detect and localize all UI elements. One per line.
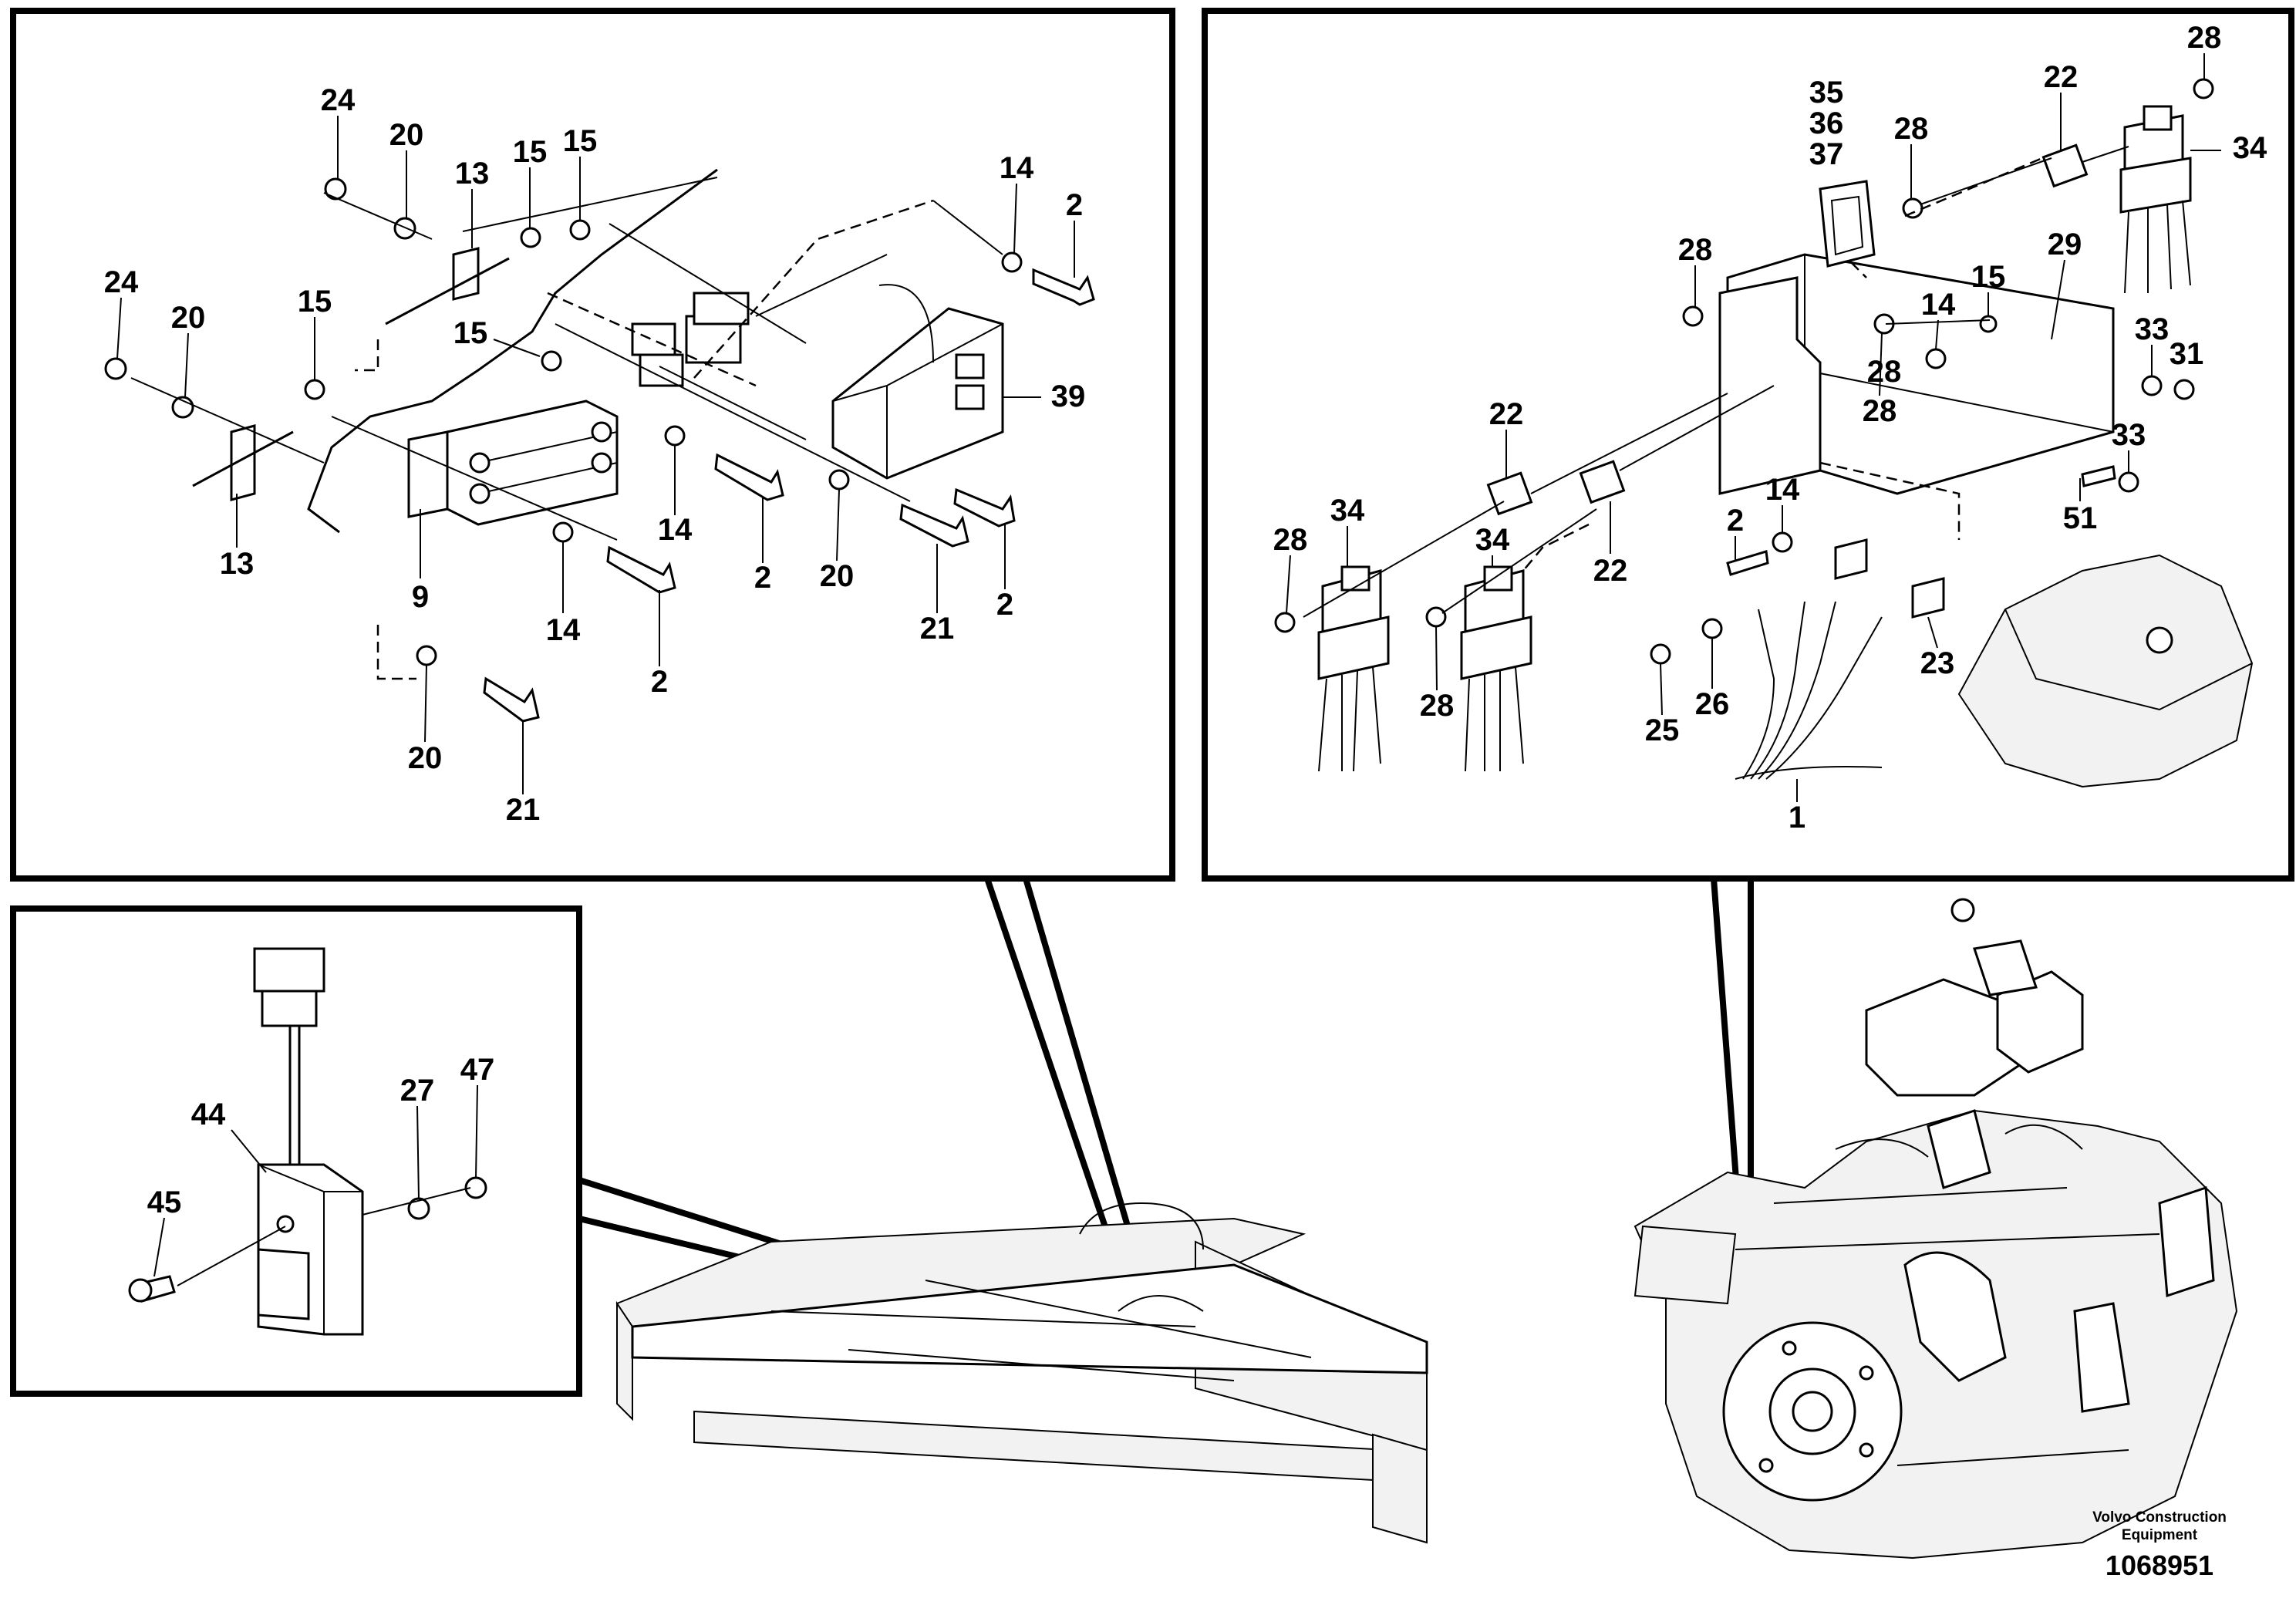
callout-14-e: 14 [1765,473,1800,507]
upper-right-callouts: 35 36 37 28 22 28 34 28 29 14 15 28 33 3… [1273,21,2267,835]
callout-22-c: 22 [1593,554,1628,588]
callout-47: 47 [460,1053,495,1087]
callout-28-e: 28 [1273,523,1308,557]
callout-31: 31 [2170,337,2204,371]
callout-28-a: 28 [1894,112,1929,146]
callout-33-a: 33 [2135,312,2170,346]
callout-2-d: 2 [651,665,668,699]
callout-13-a: 13 [455,157,490,191]
callout-20-a: 20 [389,118,424,152]
callout-15-e: 15 [1971,260,2006,294]
callout-51: 51 [2063,501,2098,535]
callout-23: 23 [1920,646,1955,680]
callout-14-a: 14 [1000,151,1034,185]
callout-15-c: 15 [298,285,332,319]
brand-line-2: Equipment [2122,1527,2198,1543]
callout-21-a: 21 [920,612,955,646]
brand-line-1: Volvo Construction [2092,1509,2227,1526]
callout-2-c: 2 [996,588,1013,622]
callout-28-f: 28 [1420,689,1455,723]
drawing-number: 1068951 [2106,1549,2213,1581]
callout-33-b: 33 [2112,418,2146,452]
callout-20-c: 20 [820,559,855,593]
callout-22-b: 22 [1489,397,1524,431]
callout-35: 35 [1809,76,1844,110]
panel-upper-left-frame [10,8,1175,882]
callout-39: 39 [1051,379,1086,413]
callout-28-c: 28 [1678,233,1713,267]
callout-14-b: 14 [658,513,693,547]
upper-right-assembly [1274,78,2254,788]
callout-25: 25 [1645,713,1680,747]
callout-24-b: 24 [104,265,139,299]
callout-2-e: 2 [1727,504,1744,538]
callout-15-b: 15 [563,124,598,158]
upper-left-assembly [104,168,1095,723]
callout-14-c: 14 [546,613,581,647]
callout-20-d: 20 [408,741,443,775]
callout-34-c: 34 [1475,523,1510,557]
callout-2-b: 2 [754,561,771,595]
upper-left-callouts: 24 20 13 15 15 14 2 24 20 15 15 13 9 14 … [104,83,1086,827]
callout-9: 9 [412,580,429,614]
callout-1: 1 [1789,801,1805,835]
callout-34-a: 34 [2233,131,2267,165]
callout-21-b: 21 [506,793,541,827]
callout-28-g: 28 [1863,394,1897,428]
callout-20-b: 20 [171,301,206,335]
callout-26: 26 [1695,687,1730,721]
callout-15-d: 15 [453,316,488,350]
callout-27: 27 [400,1074,435,1108]
callout-28-b: 28 [2187,21,2222,55]
callout-44: 44 [191,1098,226,1131]
callout-28-d: 28 [1867,355,1902,389]
callout-2-a: 2 [1066,188,1083,222]
callout-45: 45 [147,1185,182,1219]
lower-left-assembly [128,947,487,1336]
machine-frame [615,1202,1428,1544]
panel-lower-left-frame [10,905,582,1397]
callout-37: 37 [1809,137,1844,171]
callout-13-b: 13 [220,547,255,581]
callout-29: 29 [2048,228,2082,261]
lower-left-callouts: 44 27 47 45 [147,1053,495,1277]
callout-36: 36 [1809,106,1844,140]
engine [1633,898,2238,1560]
callout-34-b: 34 [1330,494,1365,528]
callout-14-d: 14 [1921,288,1956,322]
callout-22-a: 22 [2044,60,2079,94]
footer: Volvo Construction Equipment 1068951 [2092,1509,2227,1581]
callout-24-a: 24 [321,83,356,117]
callout-15-a: 15 [513,135,548,169]
